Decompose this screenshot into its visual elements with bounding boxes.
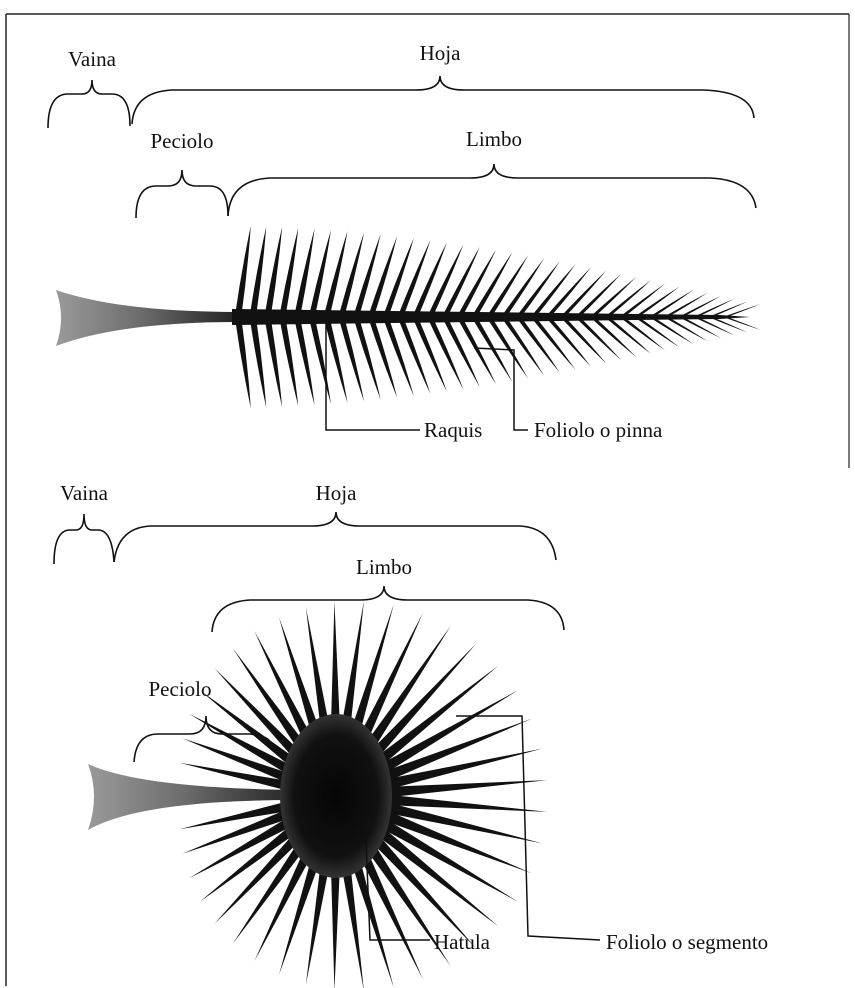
leaflet-blade [723,317,761,330]
sheath-shape [56,290,238,346]
hoja-brace-2 [114,512,556,562]
page-frame [6,14,849,986]
leaflet-blade [250,226,267,317]
leaflet-blade [235,226,251,317]
leaflet-blade [412,242,447,317]
leaflet-blade [398,317,431,394]
pinnate-leaf-figure: Vaina Hoja Peciolo Limbo Raquis Foliolo … [48,41,761,442]
leaflet-blade [708,317,748,333]
hoja-label: Hoja [420,41,462,65]
limbo-brace [228,164,756,216]
limbo-label: Limbo [466,127,522,151]
leaflet-blade [235,317,251,408]
leaflet-blade [398,240,431,317]
palmate-leaf-figure: Vaina Hoja Limbo Peciolo Hatula Foliolo … [54,481,768,988]
leaflet-blade [412,317,447,392]
vaina-label: Vaina [68,47,116,71]
vaina-brace-2 [54,514,114,564]
hoja-label-2: Hoja [316,481,358,505]
hastula-hub [280,714,392,878]
vaina-label-2: Vaina [60,481,108,505]
leaflet-blade [723,304,761,317]
vaina-brace [48,80,130,128]
leaflet-blade [279,228,298,317]
segmento-label: Foliolo o segmento [606,930,768,954]
leaflet-blade [250,317,267,408]
hoja-brace [132,76,754,124]
foliolo-label: Foliolo o pinna [534,418,663,442]
leaflet-blade [383,317,414,396]
peciolo-label: Peciolo [151,129,214,153]
peciolo-label-2: Peciolo [149,677,212,701]
leaflet-blade [383,238,414,317]
hastula-label: Hatula [434,930,491,954]
peciolo-brace [136,170,228,218]
leaflet-blade [368,236,397,317]
leaflet-blade [294,317,315,405]
leaflet-blade [708,301,748,317]
limbo-label-2: Limbo [356,555,412,579]
leaflet-blade [368,317,397,398]
leaflet-blade [264,227,282,317]
leaflet-blade [264,317,282,407]
raquis-label: Raquis [424,418,482,442]
leaflet-blade [279,317,298,406]
peciolo-brace-2 [134,716,270,762]
leaflet-blade [294,229,315,317]
